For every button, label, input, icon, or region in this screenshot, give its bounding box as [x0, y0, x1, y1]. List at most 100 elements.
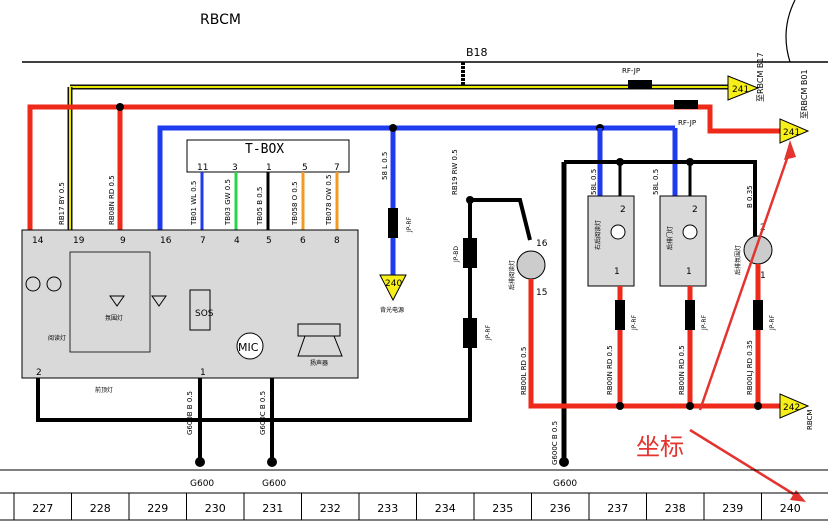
grid-cell-label: 231 [262, 502, 283, 515]
connector-rfjp-1 [628, 80, 652, 89]
wire-label-rb00n-2: RB00N RD 0.5 [678, 345, 686, 395]
splice-label: B18 [466, 46, 488, 59]
tbox-pin-5: 5 [302, 163, 308, 173]
wire-label-rb00lj: RB00LJ RD 0.35 [746, 340, 754, 395]
wire-label-rb00n-1: RB00N RD 0.5 [606, 345, 614, 395]
pin-19: 19 [73, 236, 85, 246]
connector-rfjp-2 [674, 100, 698, 109]
lamp3-pin1: 1 [686, 267, 692, 277]
lamp2-box [587, 195, 635, 287]
annotation-arrow-2 [689, 428, 801, 500]
wire-label-b035: B 0.35 [746, 185, 754, 208]
lamp2-icon [610, 224, 626, 240]
lamp-left-icon [516, 250, 546, 280]
label-reading-lamp: 阅读灯 [48, 334, 66, 342]
mic-label: MIC [238, 341, 259, 354]
mic-icon [236, 332, 264, 360]
lamp3-label: 后排门灯 [666, 226, 674, 250]
ref-241-mid-label: 241 [783, 128, 800, 138]
sos-switch [189, 289, 211, 331]
ref-242 [779, 393, 810, 419]
connector-jp-rf-5-label: JP-RF [769, 314, 776, 331]
tbox-label: T-BOX [245, 142, 284, 157]
grid-cell-label: 229 [147, 502, 168, 515]
splice-dot-mid [466, 196, 474, 204]
ground-label-2: G600 [262, 479, 286, 489]
ref-242-label: 242 [783, 403, 800, 413]
connector-jp-bd [463, 238, 477, 268]
wire-blue-main [157, 125, 675, 232]
wire-label-rb08n: RB08N RD 0.5 [108, 175, 116, 225]
splice-dot-58l [389, 124, 397, 132]
wire-label-g600c-1: G600C B 0.5 [259, 391, 267, 435]
wire-label-tb05: TB05 B 0.5 [256, 187, 264, 226]
tbox-pin-11: 11 [197, 163, 208, 173]
led-icon-2 [151, 295, 167, 307]
grid-cell-label: 237 [607, 502, 628, 515]
lamp2-pin1: 1 [614, 267, 620, 277]
wire-label-58l-b: 58L 0.5 [590, 169, 598, 195]
grid-cell-label: 232 [320, 502, 341, 515]
connector-jp-rf-4-label: JP-RF [701, 314, 708, 331]
splice-dot [116, 103, 124, 111]
ground-dot-3 [559, 457, 569, 467]
wire-label-tb01: TB01 WL 0.5 [190, 181, 198, 226]
connector-jp-rf-2-label: JP-RF [485, 324, 492, 341]
pin-9: 9 [120, 236, 126, 246]
pin-1: 1 [200, 368, 206, 378]
connector-jp-rf-1-label: JP-RF [406, 216, 413, 233]
tbox-pin-7: 7 [334, 163, 340, 173]
connector-jp-rf-1 [388, 208, 398, 238]
led-block [69, 251, 151, 353]
ref-rbcm-b: RBCM [806, 410, 814, 430]
lamp2-label: 右后阅读灯 [594, 220, 602, 250]
grid-cell-label: 236 [550, 502, 571, 515]
wire-label-rb19: RB19 RW 0.5 [451, 149, 459, 195]
ref-241-mid [779, 118, 810, 144]
ground-dot-2 [267, 457, 277, 467]
connector-jp-bd-label: JP-BD [453, 246, 460, 263]
splice-dot-lamp3-black [686, 158, 694, 166]
label-lamp-cluster: 氛围灯 [105, 314, 123, 322]
connector-rfjp-2-label: RF-JP [678, 119, 696, 127]
diagram-title: RBCM [200, 12, 241, 28]
grid-cell-label: 240 [780, 502, 801, 515]
label-backlight: 背光电源 [380, 306, 404, 314]
pin-4: 4 [234, 236, 240, 246]
wire-red-to-241 [690, 104, 780, 134]
pin-7: 7 [200, 236, 206, 246]
lamp4-pin1: 1 [760, 271, 766, 281]
wire-label-58l: 58 L 0.5 [381, 152, 389, 180]
pin-5: 5 [266, 236, 272, 246]
wire-label-tb058: TB058 O 0.5 [291, 181, 299, 226]
ground-label-3: G600 [553, 479, 577, 489]
label-speaker: 扬声器 [310, 359, 328, 367]
grid-cell-label: 228 [90, 502, 111, 515]
lamp-left-label: 后排阅读灯 [508, 260, 516, 290]
ref-rbcm-b01: 至RBCM B01 [800, 69, 809, 119]
wire-red-main [27, 104, 690, 232]
pin-14: 14 [32, 236, 44, 246]
speaker-cone [297, 335, 343, 357]
wire-red-lower [528, 279, 780, 409]
tbox-pin-3: 3 [232, 163, 238, 173]
lamp3-pin2: 2 [692, 205, 698, 215]
pin-16: 16 [160, 236, 172, 246]
grid-cell-label: 233 [377, 502, 398, 515]
ground-dot-1 [195, 457, 205, 467]
wire-label-g600c-2: G600C B 0.5 [551, 421, 559, 465]
wire-label-rb00l: RB00L RD 0.5 [520, 347, 528, 395]
wire-label-g600b: G600B B 0.5 [186, 391, 194, 435]
lamp-icon-2 [46, 276, 62, 292]
wire-label-tb078: TB078 OW 0.5 [325, 175, 333, 226]
lamp-left-pin15: 15 [536, 288, 547, 298]
lamp-left-pin16: 16 [536, 239, 548, 249]
ground-label-1: G600 [190, 479, 214, 489]
annotation-arrow-1-head [784, 140, 796, 160]
lamp4-label: 后排氛围灯 [734, 245, 742, 275]
pin-6: 6 [300, 236, 306, 246]
splice-dot-r3 [754, 402, 762, 410]
connector-rfjp-1-label: RF-JP [622, 67, 640, 75]
